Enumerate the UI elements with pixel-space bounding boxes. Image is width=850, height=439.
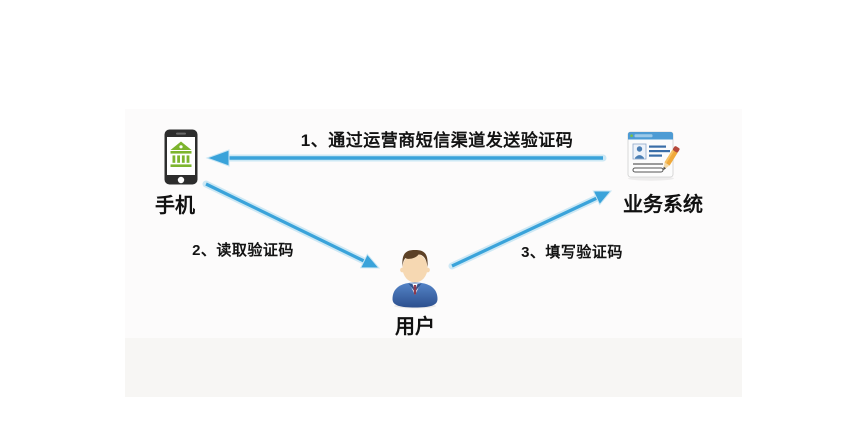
user-face (402, 253, 428, 283)
node-label-user: 用户 (395, 316, 435, 338)
user-icon (392, 250, 438, 309)
phone-speaker (176, 132, 186, 135)
bank-glyph (170, 141, 192, 167)
edge-label-step2: 2、读取验证码 (192, 242, 294, 259)
user-tie (413, 285, 417, 295)
user-hair (402, 250, 428, 267)
arrow-step2 (205, 182, 381, 269)
edge-label-step1: 1、通过运营商短信渠道发送验证码 (300, 131, 574, 150)
document-titlebar (628, 132, 673, 140)
arrow-step3 (451, 190, 613, 268)
phone-home-button (177, 176, 185, 184)
node-label-phone: 手机 (155, 195, 195, 217)
document-content (632, 143, 670, 173)
diagram-background-strip (125, 338, 742, 397)
pencil-glyph (663, 146, 680, 171)
node-label-system: 业务系统 (623, 194, 703, 216)
business-system-icon (627, 131, 680, 181)
phone-icon (164, 129, 198, 185)
arrow-step1 (205, 149, 603, 167)
edge-label-step3: 3、填写验证码 (521, 244, 623, 261)
